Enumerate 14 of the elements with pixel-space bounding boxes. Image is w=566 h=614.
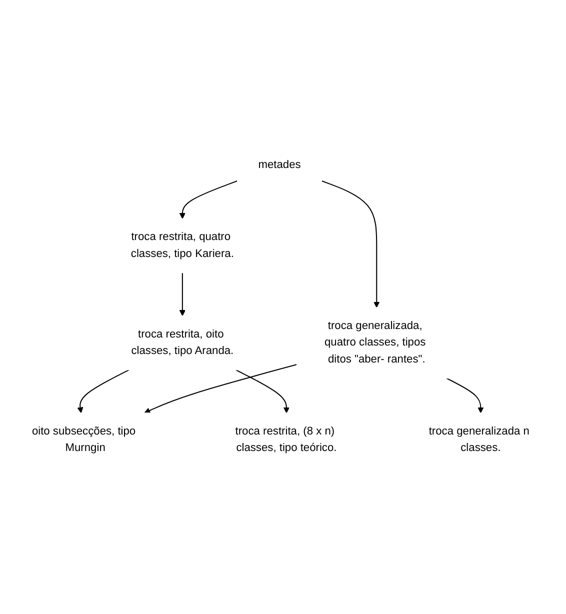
arrow: [446, 378, 484, 414]
arrow: [77, 370, 130, 414]
node-text: troca generalizada n classes.: [428, 426, 530, 454]
node-text: oito subsecções, tipo Murngin: [32, 426, 136, 454]
arrow: [144, 364, 297, 414]
node-text: metades: [258, 159, 301, 172]
arrow: [236, 370, 290, 414]
node-text: troca restrita, oito classes, tipo Aranda.: [131, 328, 234, 357]
node-text: troca restrita, (8 x n) classes, tipo teórico.: [235, 426, 337, 454]
node-text: troca restrita, quatro classes, tipo Kariera.: [130, 231, 234, 260]
arrow: [179, 180, 238, 220]
node-text: troca generalizada, quatro classes, tipos ditos "aber- rantes".: [324, 320, 426, 366]
arrow: [321, 180, 380, 308]
arrow: [179, 273, 186, 316]
